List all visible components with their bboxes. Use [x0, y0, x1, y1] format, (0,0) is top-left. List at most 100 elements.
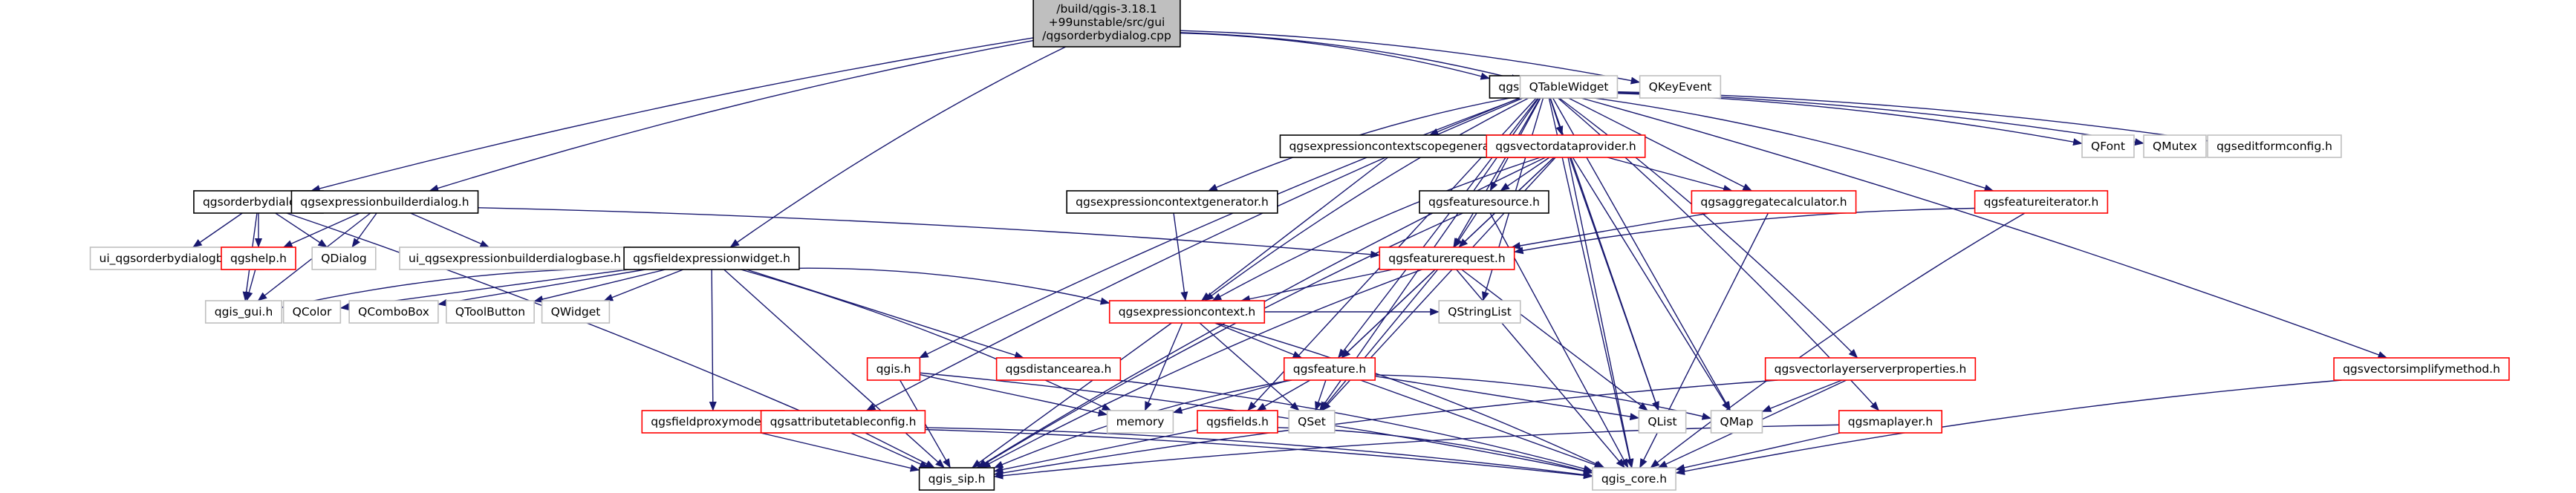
edge-vectorlayer-to-aggregatecalc	[1568, 97, 1752, 192]
node-box	[1288, 410, 1336, 434]
edge-root-to-fieldexprwidget	[729, 46, 1067, 248]
node-label: QWidget	[551, 305, 601, 319]
node-label: qgsaggregatecalculator.h	[1700, 195, 1847, 209]
node-label: QTableWidget	[1529, 80, 1609, 94]
edge-featuresource-to-featurerequest	[1454, 212, 1477, 248]
node-label: qgsvectordataprovider.h	[1495, 140, 1636, 153]
node-box	[1419, 190, 1549, 214]
node-label: QSet	[1298, 415, 1326, 428]
node-box	[204, 300, 283, 324]
node-box	[1106, 410, 1174, 434]
node-memory: memory	[1106, 410, 1174, 434]
node-qgshelp[interactable]: qgshelp.h	[221, 246, 296, 270]
node-box	[1974, 190, 2109, 214]
edge-vectordataprovider-to-aggregatecalc	[1607, 157, 1733, 192]
node-maplayer[interactable]: qgsmaplayer.h	[1838, 410, 1943, 434]
node-box	[1197, 410, 1278, 434]
edge-fieldexprwidget-to-distancearea	[746, 269, 1024, 359]
edge-exprctx-to-qgis_core	[1216, 322, 1605, 468]
edge-vectorlayer-to-exprctxscopegen	[1428, 97, 1520, 136]
node-attrtableconfig[interactable]: qgsattributetableconfig.h	[760, 410, 926, 434]
node-ui_orderby: ui_qgsorderbydialogbase.h	[89, 246, 264, 270]
edge-featuresource-to-qgis_sip	[978, 212, 1463, 468]
node-label: qgsexpressioncontext.h	[1119, 305, 1256, 319]
node-aggregatecalc[interactable]: qgsaggregatecalculator.h	[1691, 190, 1857, 214]
node-label: QMap	[1720, 415, 1754, 428]
node-qset: QSet	[1288, 410, 1336, 434]
edge-vectorlayer-to-feature	[1337, 97, 1539, 359]
node-box	[1066, 190, 1278, 214]
edge-fieldexprwidget-to-qgis_sip	[723, 269, 945, 468]
edge-fieldexprwidget-to-qtoolbutton	[533, 269, 666, 303]
node-label: qgis.h	[876, 362, 911, 376]
node-qmap: QMap	[1710, 410, 1763, 434]
node-label: qgsfields.h	[1206, 415, 1269, 428]
node-box	[2333, 357, 2510, 381]
edge-featurerequest-to-exprctx	[1240, 269, 1393, 303]
node-feature[interactable]: qgsfeature.h	[1283, 357, 1376, 381]
node-vectordataprovider[interactable]: qgsvectordataprovider.h	[1486, 134, 1646, 158]
node-qgis_h[interactable]: qgis.h	[866, 357, 921, 381]
edge-root-to-qtablewidget	[1180, 32, 1521, 82]
node-label: QDialog	[321, 252, 367, 265]
node-box	[1108, 300, 1266, 324]
node-box	[2143, 134, 2207, 158]
node-featureiterator[interactable]: qgsfeatureiterator.h	[1974, 190, 2109, 214]
edge-exprctx-to-memory	[1144, 322, 1183, 411]
node-label: qgis_core.h	[1601, 472, 1667, 486]
node-fields[interactable]: qgsfields.h	[1197, 410, 1278, 434]
edge-exprbuilderdialog-to-qgshelp	[282, 212, 360, 248]
node-fieldexprwidget[interactable]: qgsfieldexpressionwidget.h	[623, 246, 800, 270]
node-label: qgseditformconfig.h	[2216, 140, 2332, 153]
node-qcolor: QColor	[282, 300, 342, 324]
edge-root-to-orderbydialog	[310, 37, 1034, 192]
node-vsimplify[interactable]: qgsvectorsimplifymethod.h	[2333, 357, 2510, 381]
edge-qgshelp-to-qgis_gui	[245, 269, 256, 301]
node-qgis_gui: qgis_gui.h	[204, 300, 283, 324]
node-exprctxscopegen[interactable]: qgsexpressioncontextscopegenerator.h	[1279, 134, 1526, 158]
nodes-layer: /build/qgis-3.18.1+99unstable/src/gui/qg…	[89, 0, 2510, 491]
edge-exprctxgen-to-exprctx	[1173, 212, 1188, 301]
node-box	[1838, 410, 1943, 434]
edge-feature-to-memory	[1172, 379, 1290, 414]
edge-vectordataprovider-to-featuresource	[1500, 157, 1550, 192]
node-qgis_core: qgis_core.h	[1592, 467, 1676, 491]
edge-fields-to-qgis_sip	[993, 429, 1198, 474]
node-label: qgshelp.h	[230, 252, 287, 265]
edge-fieldexprwidget-to-memory	[741, 269, 1112, 411]
node-box	[1379, 246, 1515, 270]
edge-maplayer-to-qgis_core	[1675, 432, 1841, 471]
node-box	[760, 410, 926, 434]
edge-vectordataprovider-to-qmap	[1572, 157, 1731, 411]
edge-vectordataprovider-to-qgis_core	[1567, 157, 1634, 468]
node-exprbuilderdialog[interactable]: qgsexpressionbuilderdialog.h	[290, 190, 479, 214]
node-box	[221, 246, 296, 270]
edge-fieldproxymodel-to-qgis_core	[784, 425, 1593, 480]
edge-attrtableconfig-to-qgis_sip	[865, 432, 935, 468]
node-label: qgsdistancearea.h	[1006, 362, 1112, 376]
node-qcombobox: QComboBox	[348, 300, 439, 324]
node-featurerequest[interactable]: qgsfeaturerequest.h	[1379, 246, 1515, 270]
node-root[interactable]: /build/qgis-3.18.1+99unstable/src/gui/qg…	[1032, 0, 1181, 48]
node-label: qgsmaplayer.h	[1848, 415, 1933, 428]
edge-featureiterator-to-qgis_core	[1650, 212, 2026, 468]
edge-vectorlayer-to-qfont	[1603, 92, 2083, 146]
edge-featurerequest-to-qset	[1320, 269, 1439, 411]
node-box	[1283, 357, 1376, 381]
node-vlserverprops[interactable]: qgsvectorlayerserverproperties.h	[1764, 357, 1977, 381]
node-label: QStringList	[1448, 305, 1512, 319]
node-distancearea[interactable]: qgsdistancearea.h	[995, 357, 1122, 381]
edge-vsimplify-to-qgis_core	[1675, 379, 2342, 475]
edge-feature-to-qset	[1315, 379, 1327, 411]
node-editformconfig: qgseditformconfig.h	[2207, 134, 2342, 158]
node-exprctxgen[interactable]: qgsexpressioncontextgenerator.h	[1066, 190, 1278, 214]
node-featuresource[interactable]: qgsfeaturesource.h	[1419, 190, 1549, 214]
node-label: qgsexpressioncontextscopegenerator.h	[1289, 140, 1515, 153]
node-box	[1638, 410, 1687, 434]
edge-orderbydialog-to-qdialog	[275, 212, 328, 248]
node-qgis_sip[interactable]: qgis_sip.h	[918, 467, 995, 491]
node-box	[995, 357, 1122, 381]
node-exprctx[interactable]: qgsexpressioncontext.h	[1108, 300, 1266, 324]
edge-feature-to-fields	[1256, 379, 1311, 411]
